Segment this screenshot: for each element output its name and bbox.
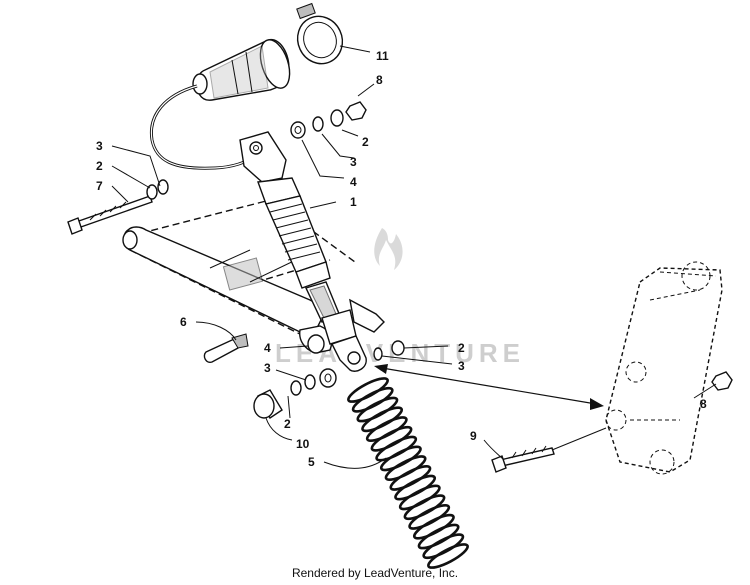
leader-lines <box>111 45 717 469</box>
callout-3-left-top: 3 <box>96 139 103 153</box>
washer-2-left[interactable] <box>146 184 158 200</box>
footer-credit: Rendered by LeadVenture, Inc. <box>291 566 459 580</box>
callout-8-right: 8 <box>700 397 707 411</box>
callout-3-mid-left: 3 <box>264 361 271 375</box>
mounting-bracket[interactable] <box>605 261 723 475</box>
pin-6[interactable] <box>203 333 249 364</box>
callout-2-low: 2 <box>284 417 291 431</box>
callout-11: 11 <box>376 49 389 63</box>
bolt-7[interactable] <box>67 195 153 235</box>
shock-reservoir[interactable] <box>192 36 295 101</box>
washer-3-low[interactable] <box>304 374 316 390</box>
watermark-flame-icon <box>374 228 403 270</box>
callout-5: 5 <box>308 455 315 469</box>
swing-arm[interactable] <box>122 199 385 353</box>
callout-1: 1 <box>350 195 357 209</box>
shock-absorber[interactable] <box>239 131 367 372</box>
nut-8-top[interactable] <box>345 101 367 121</box>
callout-2-left-top: 2 <box>96 159 103 173</box>
bolt-9[interactable] <box>491 445 555 473</box>
callout-3-right-top: 3 <box>350 155 357 169</box>
callout-4-top: 4 <box>350 175 357 189</box>
callout-6: 6 <box>180 315 187 329</box>
bushing-4-mid[interactable] <box>307 334 325 354</box>
spacer-10[interactable] <box>253 389 283 420</box>
coil-spring[interactable] <box>346 374 470 571</box>
callout-4-mid: 4 <box>264 341 271 355</box>
callout-7: 7 <box>96 179 103 193</box>
bushing-4-top[interactable] <box>290 121 306 139</box>
washer-2-top[interactable] <box>330 109 344 127</box>
washer-3-mid-right[interactable] <box>373 347 383 361</box>
washer-3-top[interactable] <box>312 116 324 132</box>
callout-2-mid-right: 2 <box>458 341 465 355</box>
hose-clamp[interactable] <box>290 2 350 71</box>
callout-9: 9 <box>470 429 477 443</box>
washer-2-low[interactable] <box>290 380 302 396</box>
callout-10: 10 <box>296 437 310 451</box>
washer-2-mid[interactable] <box>391 340 405 356</box>
assembly-arrow <box>374 364 604 410</box>
washer-3-left[interactable] <box>157 179 169 195</box>
callout-labels: 11 8 3 2 7 2 3 4 1 6 4 2 3 3 2 10 5 9 8 <box>96 49 707 469</box>
callout-2-right-top: 2 <box>362 135 369 149</box>
nut-8-right[interactable] <box>711 371 733 391</box>
reservoir-hose <box>149 84 253 170</box>
bushing-mid-left[interactable] <box>319 368 337 388</box>
spring-coil <box>427 543 469 569</box>
callout-3-mid-right: 3 <box>458 359 465 373</box>
callout-8-top: 8 <box>376 73 383 87</box>
